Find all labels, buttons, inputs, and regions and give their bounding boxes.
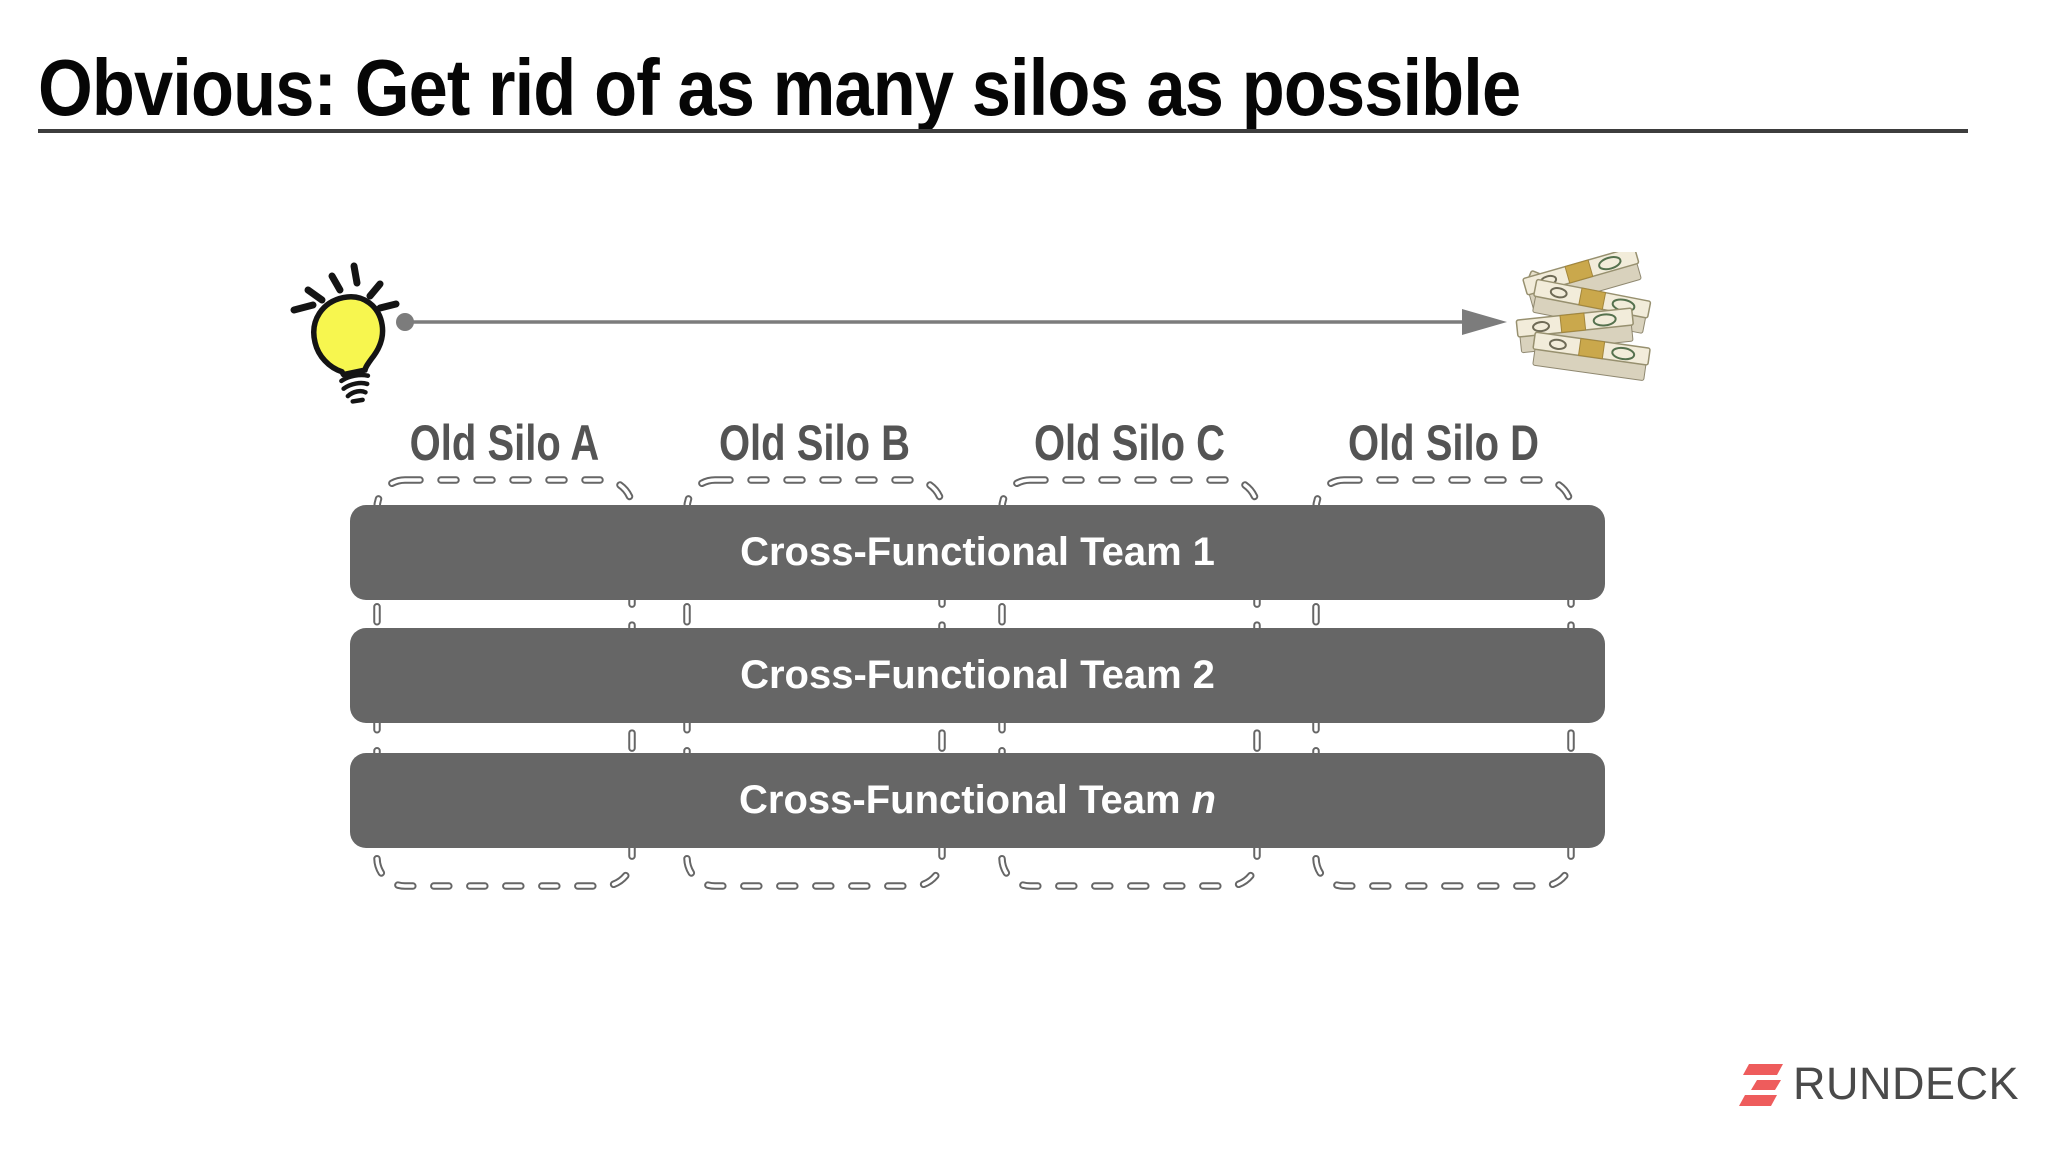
- title-underline: [38, 129, 1968, 133]
- page-title: Obvious: Get rid of as many silos as pos…: [38, 43, 1521, 132]
- team-bar-2-label: Cross-Functional Team: [740, 653, 1182, 697]
- money-bundle: [1515, 252, 1652, 381]
- team-bar-1: Cross-Functional Team 1: [350, 505, 1605, 600]
- silo-label-b: Old Silo B: [718, 415, 911, 471]
- arrow-start-dot: [396, 313, 414, 331]
- rundeck-logo-icon: [1739, 1064, 1783, 1106]
- lightbulb-screw-base: [339, 372, 371, 404]
- lightbulb-icon: [290, 262, 400, 404]
- team-bar-n-label-suffix: n: [1191, 778, 1216, 822]
- team-bar-1-label-suffix: 1: [1192, 530, 1215, 574]
- silo-label-c: Old Silo C: [1033, 415, 1226, 471]
- arrow-head: [1462, 309, 1507, 335]
- team-bar-2-label-suffix: 2: [1192, 653, 1215, 697]
- team-bar-1-label: Cross-Functional Team: [740, 530, 1182, 574]
- lightbulb-body: [311, 294, 386, 404]
- team-bar-n-label: Cross-Functional Team: [739, 778, 1181, 822]
- rundeck-wordmark: RUNDECK: [1793, 1058, 2020, 1109]
- money-stack-icon: [1515, 252, 1652, 381]
- silo-label-a: Old Silo A: [409, 415, 600, 471]
- right-arrow-icon: [396, 309, 1507, 335]
- lightbulb-rays: [290, 262, 400, 314]
- rundeck-logo: RUNDECK: [1736, 1056, 2019, 1112]
- team-bar-n: Cross-Functional Team n: [350, 753, 1605, 848]
- team-bar-2: Cross-Functional Team 2: [350, 628, 1605, 723]
- silo-label-d: Old Silo D: [1347, 415, 1540, 471]
